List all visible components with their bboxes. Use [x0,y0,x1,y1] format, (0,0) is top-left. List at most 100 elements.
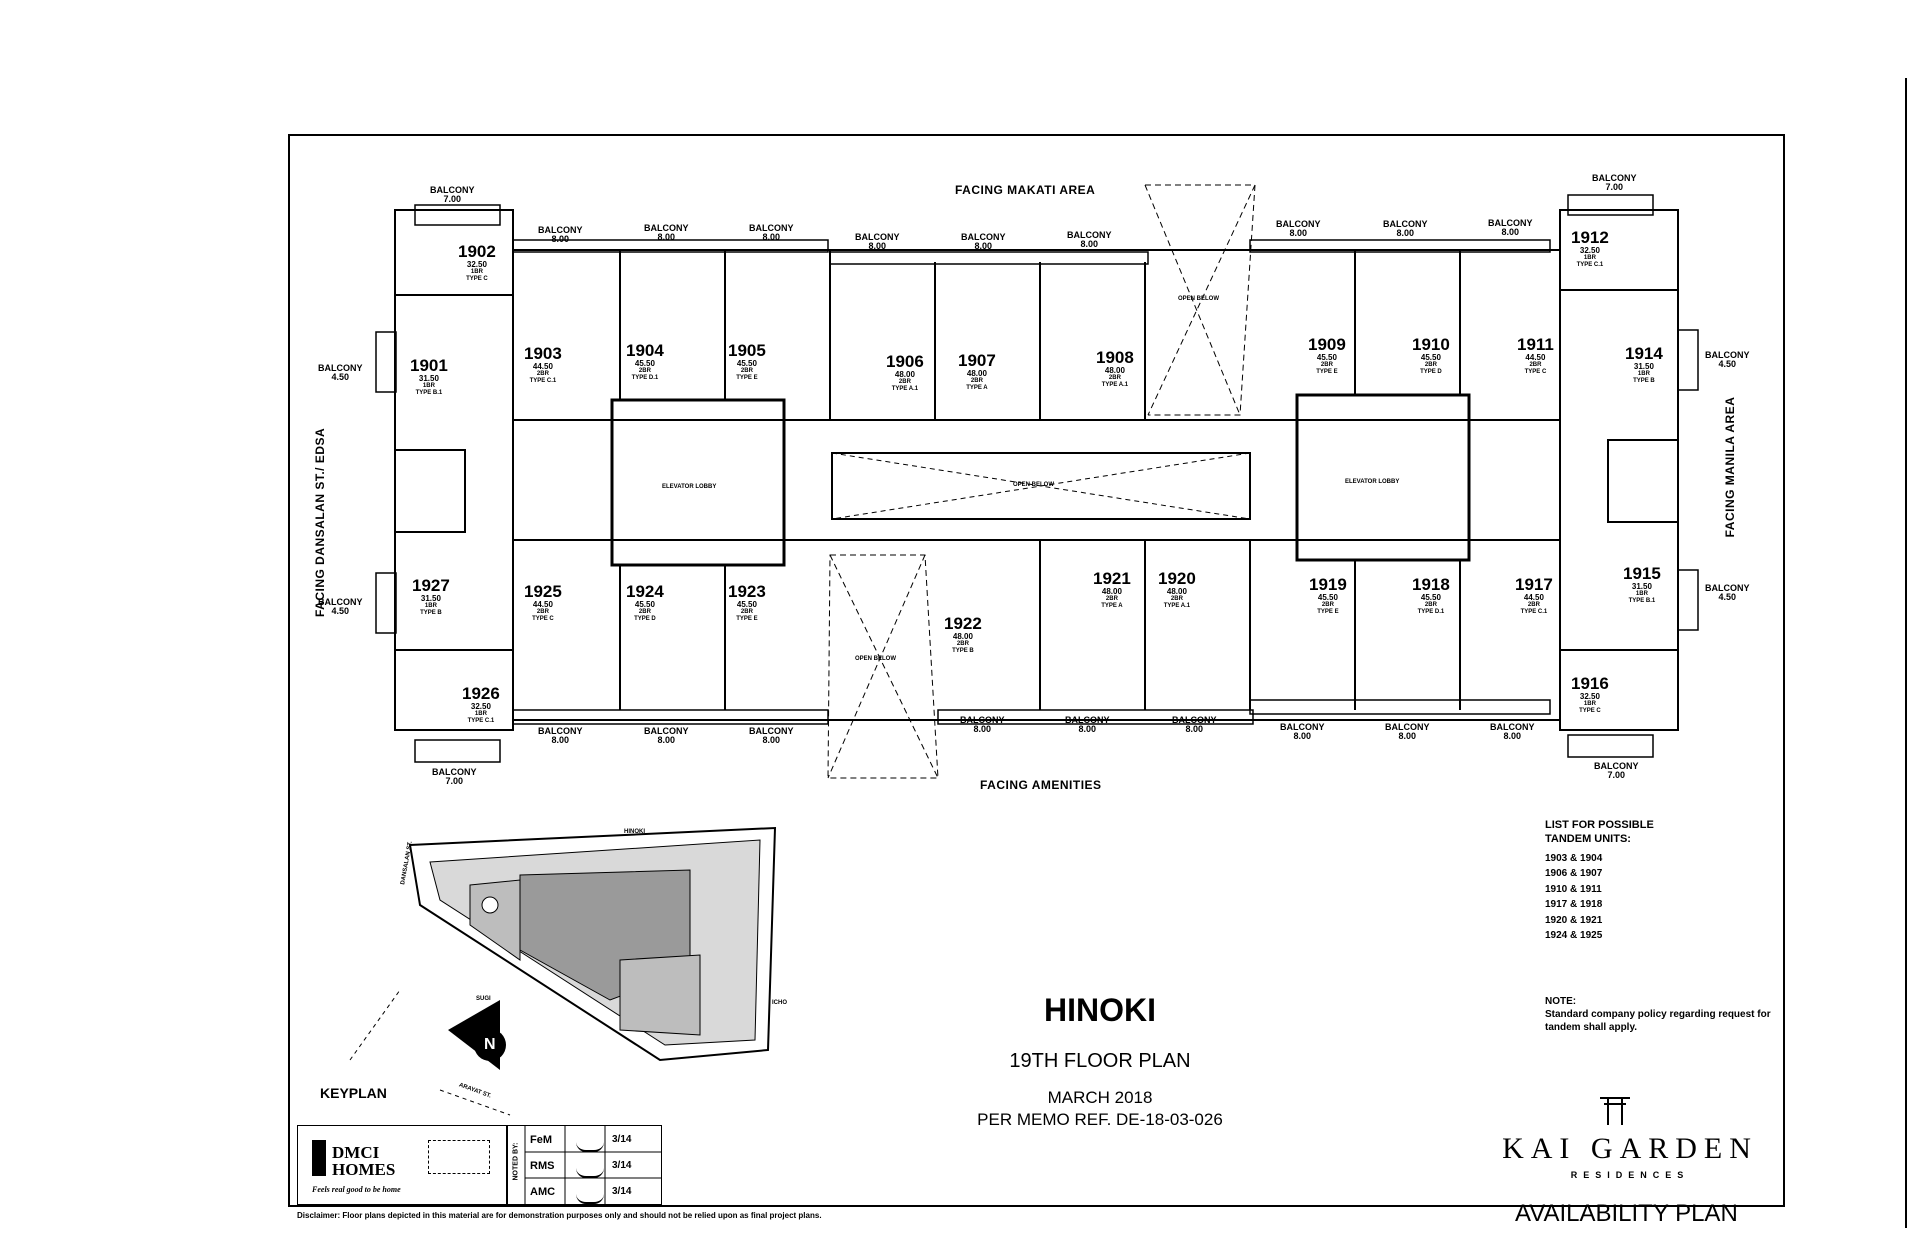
south-units-outline [512,539,1561,721]
noted-by-grid: NOTED BY: FeM RMS AMC 3/14 3/14 3/14 [507,1125,662,1205]
noted-by-label: NOTED BY: [512,1142,520,1181]
open-below-center-box [831,452,1251,520]
dmci-logo-box: DMCI HOMES Feels real good to be home [297,1125,507,1205]
elevator-lobby-left-box [610,398,786,567]
noted-initials: FeM [530,1134,552,1146]
facing-bottom-label: FACING AMENITIES [980,778,1102,792]
noted-initials: RMS [530,1160,555,1172]
signature-icon [576,1184,604,1204]
elevator-lobby-left-label: ELEVATOR LOBBY [662,484,717,490]
right-wing-outline [1559,209,1679,731]
noted-date: 3/14 [612,1186,632,1197]
tandem-pair: 1903 & 1904 [1545,852,1603,864]
memo-ref: PER MEMO REF. DE-18-03-026 [977,1110,1223,1129]
kai-garden-brand: KAI GARDEN [1502,1132,1758,1165]
open-below-center-label: OPEN BELOW [1013,482,1055,488]
keyplan-street-label: ICHO [772,1000,787,1006]
tandem-pair: 1906 & 1907 [1545,868,1603,880]
facing-left-label: FACING DANSALAN ST./ EDSA [313,427,327,617]
signature-icon [576,1132,604,1152]
tandem-list: LIST FOR POSSIBLE TANDEM UNITS: 1903 & 1… [1545,818,1695,944]
noted-date: 3/14 [612,1134,632,1145]
keyplan-label: KEYPLAN [320,1085,387,1101]
elevator-lobby-right-label: ELEVATOR LOBBY [1345,479,1400,485]
facing-right-label: FACING MANILA AREA [1723,396,1737,538]
availability-title: AVAILABILITY PLAN [1515,1200,1738,1227]
plan-frame [288,134,1785,1207]
house-logo-icon [428,1140,490,1174]
dmci-logo-icon [312,1140,326,1176]
tandem-pair: 1920 & 1921 [1545,914,1603,926]
tandem-pair: 1917 & 1918 [1545,899,1603,911]
keyplan-street-label: SUGI [476,996,491,1002]
kai-garden-sub: RESIDENCES [1570,1170,1690,1180]
north-arrow-icon [448,1000,506,1070]
tandem-title: LIST FOR POSSIBLE TANDEM UNITS: [1545,819,1654,846]
note-text: Standard company policy regarding reques… [1545,1009,1771,1033]
open-below-bottom-label: OPEN BELOW [855,656,897,662]
note-title: NOTE: [1545,996,1577,1007]
elevator-lobby-right-box [1295,393,1471,562]
note-block: NOTE: Standard company policy regarding … [1545,995,1785,1034]
project-title: HINOKI [1044,992,1156,1028]
keyplan-street-label: HINOKI [624,829,645,835]
noted-date: 3/14 [612,1160,632,1171]
signature-icon [576,1158,604,1178]
disclaimer-text: Disclaimer: Floor plans depicted in this… [297,1211,822,1220]
tandem-pair: 1924 & 1925 [1545,930,1603,942]
noted-initials: AMC [530,1186,556,1198]
left-wing-outline [394,209,514,731]
facing-top-label: FACING MAKATI AREA [955,183,1096,197]
open-below-top-label: OPEN BELOW [1178,296,1220,302]
floor-title: 19TH FLOOR PLAN [1009,1050,1191,1072]
page-edge-line [1905,78,1907,1228]
